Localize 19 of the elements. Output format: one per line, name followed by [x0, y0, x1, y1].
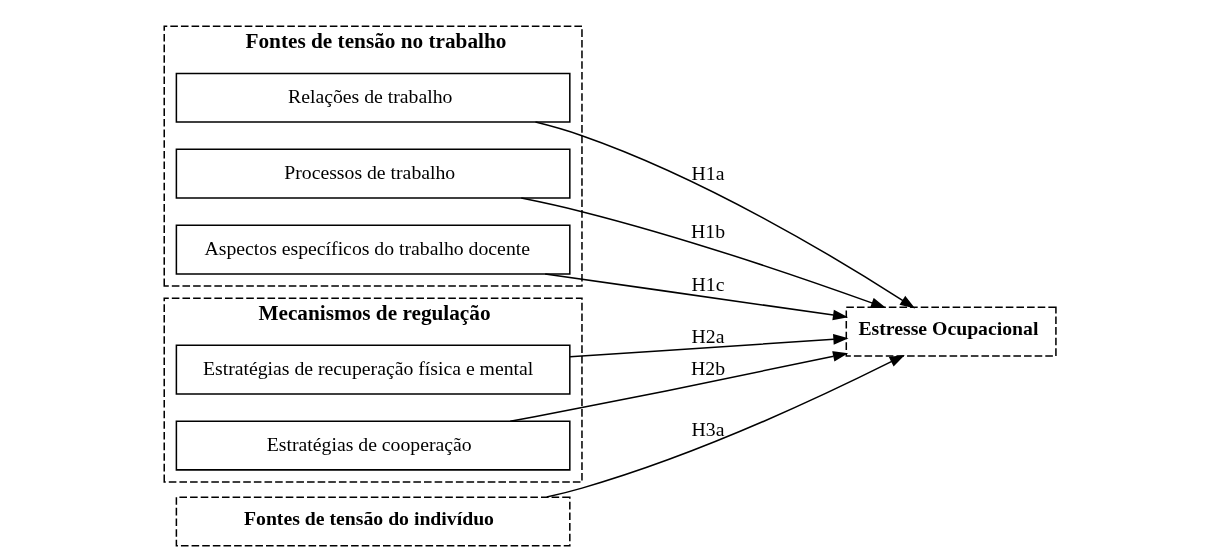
edge-label: H1a	[691, 162, 724, 185]
node-box: Fontes de tensão do indivíduo	[175, 496, 571, 547]
arrow	[534, 121, 915, 309]
node-box: Relações de trabalho	[175, 72, 571, 123]
arrow	[568, 334, 849, 358]
node-box: Processos de trabalho	[175, 148, 571, 199]
edge-label: H2b	[690, 356, 725, 379]
arrow	[545, 354, 905, 498]
node-box: Estratégias de recuperação física e mental	[175, 344, 571, 395]
node-box: Aspectos específicos do trabalho docente	[175, 224, 571, 275]
arrow	[543, 273, 848, 321]
edge-label: H1c	[691, 273, 724, 296]
edge-label: H2a	[691, 324, 724, 347]
node-box: Estratégias de cooperação	[175, 420, 571, 471]
edge-label: H3a	[691, 417, 724, 440]
node-box: Estresse Ocupacional	[845, 306, 1057, 357]
edge-label: H1b	[690, 220, 725, 243]
arrow	[508, 351, 848, 422]
arrow	[520, 197, 886, 309]
